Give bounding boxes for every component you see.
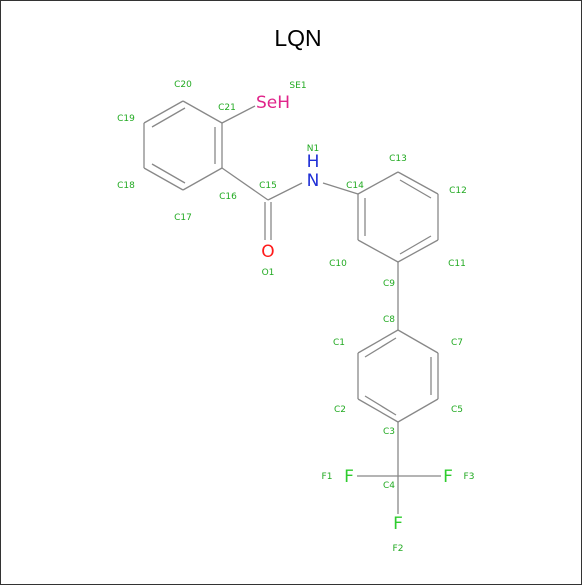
atom-label-n1: N1 bbox=[307, 144, 319, 154]
bond-c21-se1 bbox=[221, 105, 256, 124]
nitrogen-atom: N bbox=[307, 171, 320, 191]
bond-inner-a2 bbox=[151, 163, 186, 184]
bond-c16-c15 bbox=[221, 167, 269, 201]
bond-c13-c12 bbox=[397, 171, 439, 195]
bond-inner-c2 bbox=[364, 395, 397, 416]
atom-label-c8: C8 bbox=[383, 315, 395, 325]
atom-label-f3: F3 bbox=[464, 472, 475, 482]
atom-label-c5: C5 bbox=[451, 405, 463, 415]
nitrogen-hydrogen: H bbox=[307, 152, 320, 172]
bond-c14-c13 bbox=[357, 171, 399, 195]
atom-label-c3: C3 bbox=[383, 427, 395, 437]
bond-c21-c20 bbox=[182, 100, 223, 124]
bond-c17-c16 bbox=[182, 167, 223, 191]
atom-label-c18: C18 bbox=[117, 181, 135, 191]
bonds bbox=[143, 100, 441, 514]
bond-c5-c3 bbox=[397, 398, 439, 423]
fluorine-atom-1: F bbox=[344, 467, 354, 487]
atom-label-c15: C15 bbox=[259, 181, 277, 191]
bond-n1-c14 bbox=[322, 182, 359, 195]
fluorine-atom-3: F bbox=[443, 467, 453, 487]
atom-label-c20: C20 bbox=[174, 80, 192, 90]
atom-label-c11: C11 bbox=[448, 259, 466, 269]
atom-label-c14: C14 bbox=[346, 181, 364, 191]
atom-label-c2: C2 bbox=[334, 405, 346, 415]
atom-label-o1: O1 bbox=[262, 268, 275, 278]
atom-label-c19: C19 bbox=[117, 114, 135, 124]
bond-c20-c19 bbox=[143, 100, 184, 124]
diagram-title: LQN bbox=[274, 25, 321, 51]
selenium-atom: SeH bbox=[256, 93, 290, 113]
atom-label-c13: C13 bbox=[389, 154, 407, 164]
carbon-labels: C20 C21 C19 C18 C16 C17 C15 C14 C13 C12 … bbox=[117, 80, 467, 491]
atom-label-c4: C4 bbox=[383, 481, 395, 491]
bond-inner-a1 bbox=[151, 107, 186, 128]
atom-label-c16: C16 bbox=[219, 192, 237, 202]
atom-label-c21: C21 bbox=[218, 103, 236, 113]
bond-c11-c9 bbox=[397, 239, 439, 263]
atom-label-c12: C12 bbox=[449, 186, 467, 196]
bond-c1-c8 bbox=[357, 329, 399, 354]
bond-c9-c10 bbox=[357, 239, 399, 263]
bond-inner-c3 bbox=[364, 337, 397, 358]
fluorine-atom-2: F bbox=[393, 514, 403, 534]
bond-c8-c7 bbox=[397, 329, 439, 354]
atom-label-c17: C17 bbox=[174, 213, 192, 223]
bond-inner-b1 bbox=[399, 179, 432, 199]
bond-c18-c17 bbox=[143, 167, 184, 191]
bond-c15-n1 bbox=[267, 182, 303, 201]
atom-label-c10: C10 bbox=[329, 259, 347, 269]
atom-label-c1: C1 bbox=[333, 338, 345, 348]
atom-label-f1: F1 bbox=[322, 472, 333, 482]
atom-label-c7: C7 bbox=[451, 338, 463, 348]
atom-label-c9: C9 bbox=[383, 279, 395, 289]
atom-label-se1: SE1 bbox=[289, 81, 306, 91]
atom-label-f2: F2 bbox=[393, 544, 404, 554]
bond-c3-c2 bbox=[357, 398, 399, 423]
bond-inner-b2 bbox=[399, 235, 432, 255]
oxygen-atom: O bbox=[261, 242, 274, 262]
